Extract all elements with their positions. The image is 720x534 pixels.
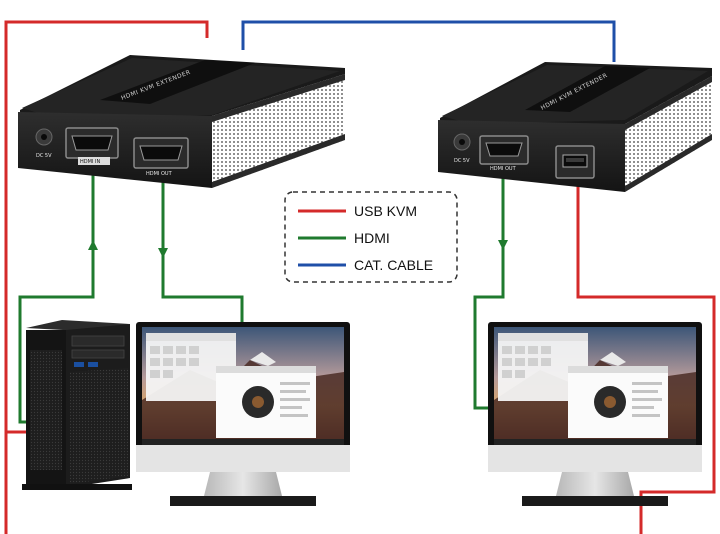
power-jack-icon: [35, 128, 53, 146]
cat-cable-line: [241, 20, 616, 62]
legend: USB KVM HDMI CAT. CABLE: [284, 191, 458, 283]
hdmi-line-pc-to-tx: [18, 160, 95, 424]
rx-hdmi-out-label: HDMI OUT: [490, 166, 517, 172]
power-jack-icon: [453, 133, 471, 151]
hdmi-port-icon: [479, 135, 529, 165]
local-monitor: [136, 322, 350, 506]
arrow-down-icon: [498, 240, 508, 250]
hdmi-line-rx-to-monitor: [473, 165, 505, 410]
tx-power-label: DC 5V: [36, 153, 52, 159]
usb-port-icon: [555, 145, 595, 179]
hdmi-port-icon: [133, 137, 189, 169]
rx-power-label: DC 5V: [454, 158, 470, 164]
legend-label-cat-cable: CAT. CABLE: [354, 257, 433, 273]
usb-kvm-line-left: [4, 20, 209, 534]
tx-hdmi-in-label: HDMI IN: [80, 159, 100, 165]
legend-label-usb-kvm: USB KVM: [354, 203, 417, 219]
arrow-down-icon: [158, 248, 168, 258]
remote-monitor: [488, 322, 702, 506]
legend-label-hdmi: HDMI: [354, 230, 390, 246]
transmitter-device: HDMI KVM EXTENDER DC 5V HDMI IN HDMI OUT: [18, 55, 345, 188]
arrow-up-icon: [88, 240, 98, 250]
pc-tower: [22, 320, 132, 490]
receiver-device: HDMI KVM EXTENDER DC 5V HDMI OUT: [438, 62, 712, 192]
tx-hdmi-out-label: HDMI OUT: [146, 171, 173, 177]
hdmi-line-tx-to-monitor: [161, 165, 244, 325]
hdmi-port-icon: [65, 127, 119, 159]
